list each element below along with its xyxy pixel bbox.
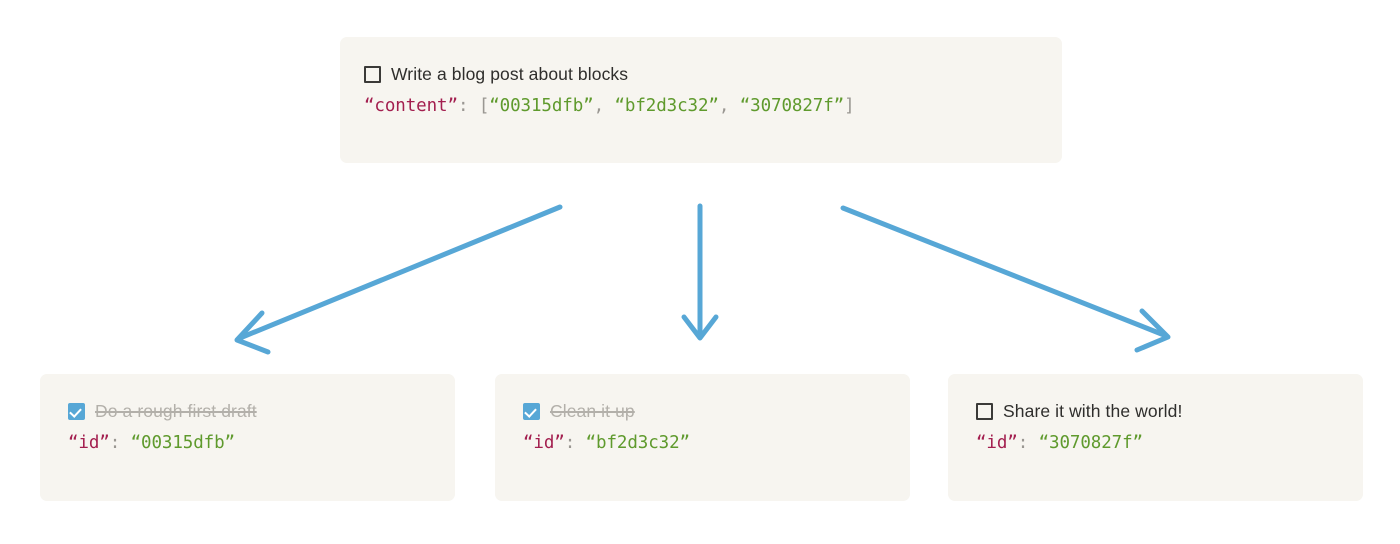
child-block-json: “id”: “00315dfb” [68,433,455,453]
child-todo-row[interactable]: Clean it up [523,400,910,422]
json-colon: : [457,96,469,116]
json-value: “bf2d3c32” [585,433,690,453]
json-open-bracket: [ [478,96,490,116]
json-close-bracket: ] [844,96,855,116]
json-comma-1: , [718,96,730,116]
json-key: “content” [364,96,458,116]
child-block-json: “id”: “bf2d3c32” [523,433,910,453]
json-value-2: “3070827f” [739,96,845,116]
json-colon: : [109,433,121,453]
child-block-card[interactable]: Share it with the world! “id”: “3070827f… [948,374,1363,501]
root-todo-row[interactable]: Write a blog post about blocks [364,63,1062,85]
child-block-label: Clean it up [550,400,635,421]
child-block-label: Share it with the world! [1003,400,1183,421]
checkbox-checked-icon[interactable] [523,402,540,420]
json-key: “id” [976,433,1018,453]
checkbox-empty-icon[interactable] [364,65,381,83]
json-value-0: “00315dfb” [489,96,594,116]
json-key: “id” [523,433,565,453]
root-block-json: “content”: [“00315dfb”, “bf2d3c32”, “307… [364,96,1062,116]
json-value: “00315dfb” [130,433,235,453]
json-colon: : [1017,433,1029,453]
arrow-to-first-child [234,204,563,355]
json-colon: : [564,433,576,453]
root-block-card[interactable]: Write a blog post about blocks “content”… [340,37,1062,163]
root-block-label: Write a blog post about blocks [391,63,629,84]
child-block-card[interactable]: Do a rough first draft “id”: “00315dfb” [40,374,455,501]
child-block-card[interactable]: Clean it up “id”: “bf2d3c32” [495,374,910,501]
json-value: “3070827f” [1038,433,1143,453]
arrow-to-second-child [681,203,719,341]
child-block-json: “id”: “3070827f” [976,433,1363,453]
json-comma-0: , [593,96,605,116]
child-todo-row[interactable]: Share it with the world! [976,400,1363,422]
checkbox-checked-icon[interactable] [68,402,85,420]
checkbox-empty-icon[interactable] [976,402,993,420]
child-block-label: Do a rough first draft [95,400,257,421]
child-todo-row[interactable]: Do a rough first draft [68,400,455,422]
json-value-1: “bf2d3c32” [614,96,719,116]
arrow-to-third-child [840,205,1171,353]
json-key: “id” [68,433,110,453]
